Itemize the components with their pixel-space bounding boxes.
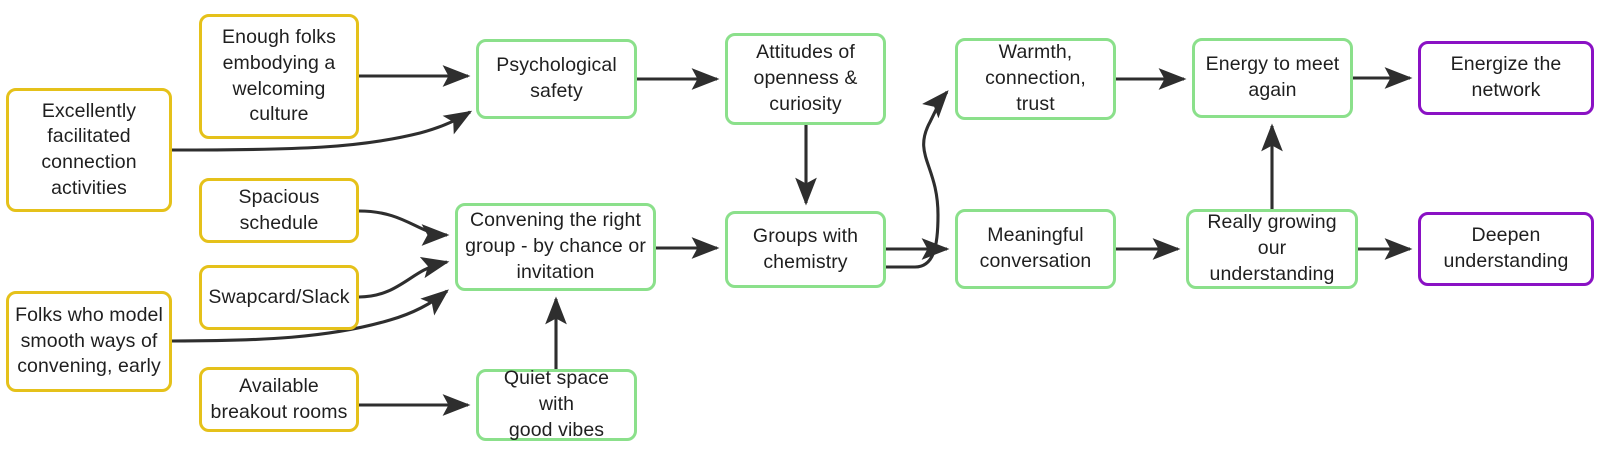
node-meaningful-conversation[interactable]: Meaningful conversation (955, 209, 1116, 289)
node-label: Folks who model smooth ways of convening… (15, 303, 163, 378)
node-energy-to-meet-again[interactable]: Energy to meet again (1192, 38, 1353, 118)
node-attitudes-of-openness-curiosity[interactable]: Attitudes of openness & curiosity (725, 33, 886, 125)
node-convening-the-right-group[interactable]: Convening the right group - by chance or… (455, 203, 656, 291)
edge-folks-who-model-to-convening (171, 289, 449, 343)
edge-excellently-facilitated-to-psychological-safety (171, 110, 473, 152)
node-label: Groups with chemistry (752, 224, 859, 273)
node-label: Really growing our understanding (1207, 211, 1337, 285)
node-label: Psychological safety (496, 54, 617, 102)
node-label: Energy to meet again (1205, 53, 1340, 101)
node-available-breakout-rooms[interactable]: Available breakout rooms (199, 367, 359, 432)
node-groups-with-chemistry[interactable]: Groups with chemistry (725, 211, 886, 288)
node-label: Attitudes of openness & curiosity (753, 41, 858, 115)
node-swapcard-slack[interactable]: Swapcard/Slack (199, 265, 359, 330)
node-label: Available breakout rooms (210, 374, 348, 423)
edge-spacious-schedule-to-convening (358, 209, 450, 246)
node-label: Spacious schedule (238, 185, 320, 234)
node-label: Energize the network (1450, 53, 1562, 101)
node-spacious-schedule[interactable]: Spacious schedule (199, 178, 359, 243)
node-enough-folks-embodying-a-welcoming-culture[interactable]: Enough folks embodying a welcoming cultu… (199, 14, 359, 139)
node-label: Meaningful conversation (979, 224, 1092, 272)
node-label: Warmth, connection, trust (985, 41, 1086, 115)
node-label: Enough folks embodying a welcoming cultu… (222, 26, 336, 126)
node-label: Quiet space with good vibes (503, 367, 610, 441)
node-deepen-understanding[interactable]: Deepen understanding (1418, 212, 1594, 286)
node-energize-the-network[interactable]: Energize the network (1418, 41, 1594, 115)
node-excellently-facilitated-connection-activities[interactable]: Excellently facilitated connection activ… (6, 88, 172, 212)
node-label: Excellently facilitated connection activ… (41, 99, 137, 199)
node-warmth-connection-trust[interactable]: Warmth, connection, trust (955, 38, 1116, 120)
edge-groups-with-chemistry-to-warmth (886, 90, 949, 269)
node-label: Deepen understanding (1443, 224, 1569, 272)
node-psychological-safety[interactable]: Psychological safety (476, 39, 637, 119)
node-quiet-space-with-good-vibes[interactable]: Quiet space with good vibes (476, 367, 637, 441)
node-label: Convening the right group - by chance or… (465, 209, 646, 283)
edge-swapcard-slack-to-convening (358, 256, 450, 299)
node-label: Swapcard/Slack (208, 285, 350, 308)
node-folks-who-model-smooth-ways-of-convening-early[interactable]: Folks who model smooth ways of convening… (6, 291, 172, 392)
node-really-growing-our-understanding[interactable]: Really growing our understanding (1186, 209, 1358, 289)
